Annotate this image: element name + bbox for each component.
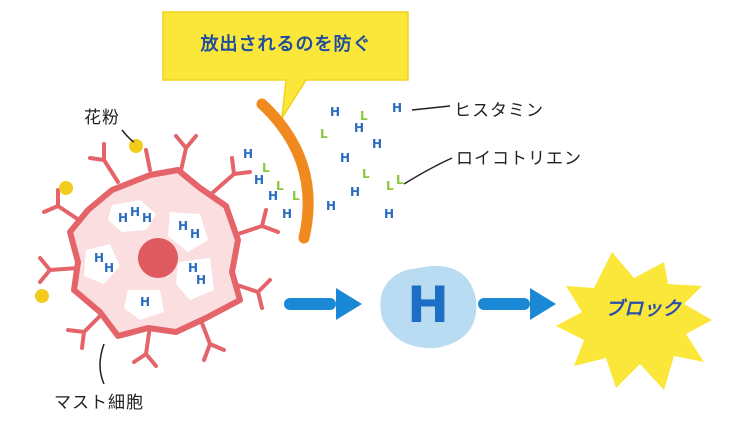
- histamine-label: ヒスタミン: [454, 101, 544, 121]
- arrow-right-icon: [478, 288, 556, 320]
- svg-text:L: L: [276, 179, 284, 193]
- svg-text:H: H: [326, 199, 336, 213]
- svg-text:L: L: [396, 173, 404, 187]
- svg-text:H: H: [104, 261, 114, 275]
- leukotriene-label: ロイコトリエン: [456, 149, 582, 169]
- svg-text:H: H: [190, 227, 200, 241]
- svg-text:L: L: [386, 179, 394, 193]
- block-burst-icon: [556, 252, 712, 390]
- callout-text: 放出されるのを防ぐ: [200, 34, 372, 55]
- svg-text:L: L: [362, 167, 370, 181]
- svg-text:H: H: [118, 211, 128, 225]
- svg-text:L: L: [320, 127, 328, 141]
- svg-text:H: H: [392, 101, 402, 115]
- histamine-h-symbol: H: [407, 276, 449, 334]
- mast-cell-icon: [38, 134, 280, 368]
- svg-text:H: H: [384, 207, 394, 221]
- leader-lines: [99, 105, 453, 385]
- svg-text:H: H: [330, 105, 340, 119]
- pollen-icon: [35, 139, 143, 303]
- histamine-h-circle-icon: [380, 265, 477, 349]
- cell-histamine-group: H H H H H H H H H H: [94, 205, 206, 309]
- released-histamine-group: H H H H H H H H H H H H: [243, 101, 402, 221]
- svg-text:H: H: [354, 121, 364, 135]
- block-text: ブロック: [604, 298, 681, 320]
- svg-text:H: H: [188, 261, 198, 275]
- svg-text:H: H: [196, 273, 206, 287]
- svg-text:H: H: [282, 207, 292, 221]
- arrow-right-icon: [284, 288, 362, 320]
- pollen-label: 花粉: [84, 108, 120, 128]
- svg-text:H: H: [372, 137, 382, 151]
- svg-text:H: H: [340, 151, 350, 165]
- svg-text:H: H: [94, 251, 104, 265]
- svg-text:H: H: [243, 147, 253, 161]
- svg-text:H: H: [178, 219, 188, 233]
- svg-text:H: H: [268, 189, 278, 203]
- svg-text:H: H: [140, 295, 150, 309]
- svg-text:L: L: [262, 161, 270, 175]
- svg-text:H: H: [130, 205, 140, 219]
- released-leukotriene-group: L L L L L L L L: [262, 109, 404, 203]
- svg-text:H: H: [142, 211, 152, 225]
- svg-text:H: H: [350, 185, 360, 199]
- svg-text:H: H: [254, 173, 264, 187]
- svg-text:L: L: [360, 109, 368, 123]
- mast-cell-label: マスト細胞: [54, 393, 144, 413]
- svg-text:L: L: [292, 189, 300, 203]
- barrier-icon: [256, 98, 314, 244]
- callout-banner: [162, 11, 409, 119]
